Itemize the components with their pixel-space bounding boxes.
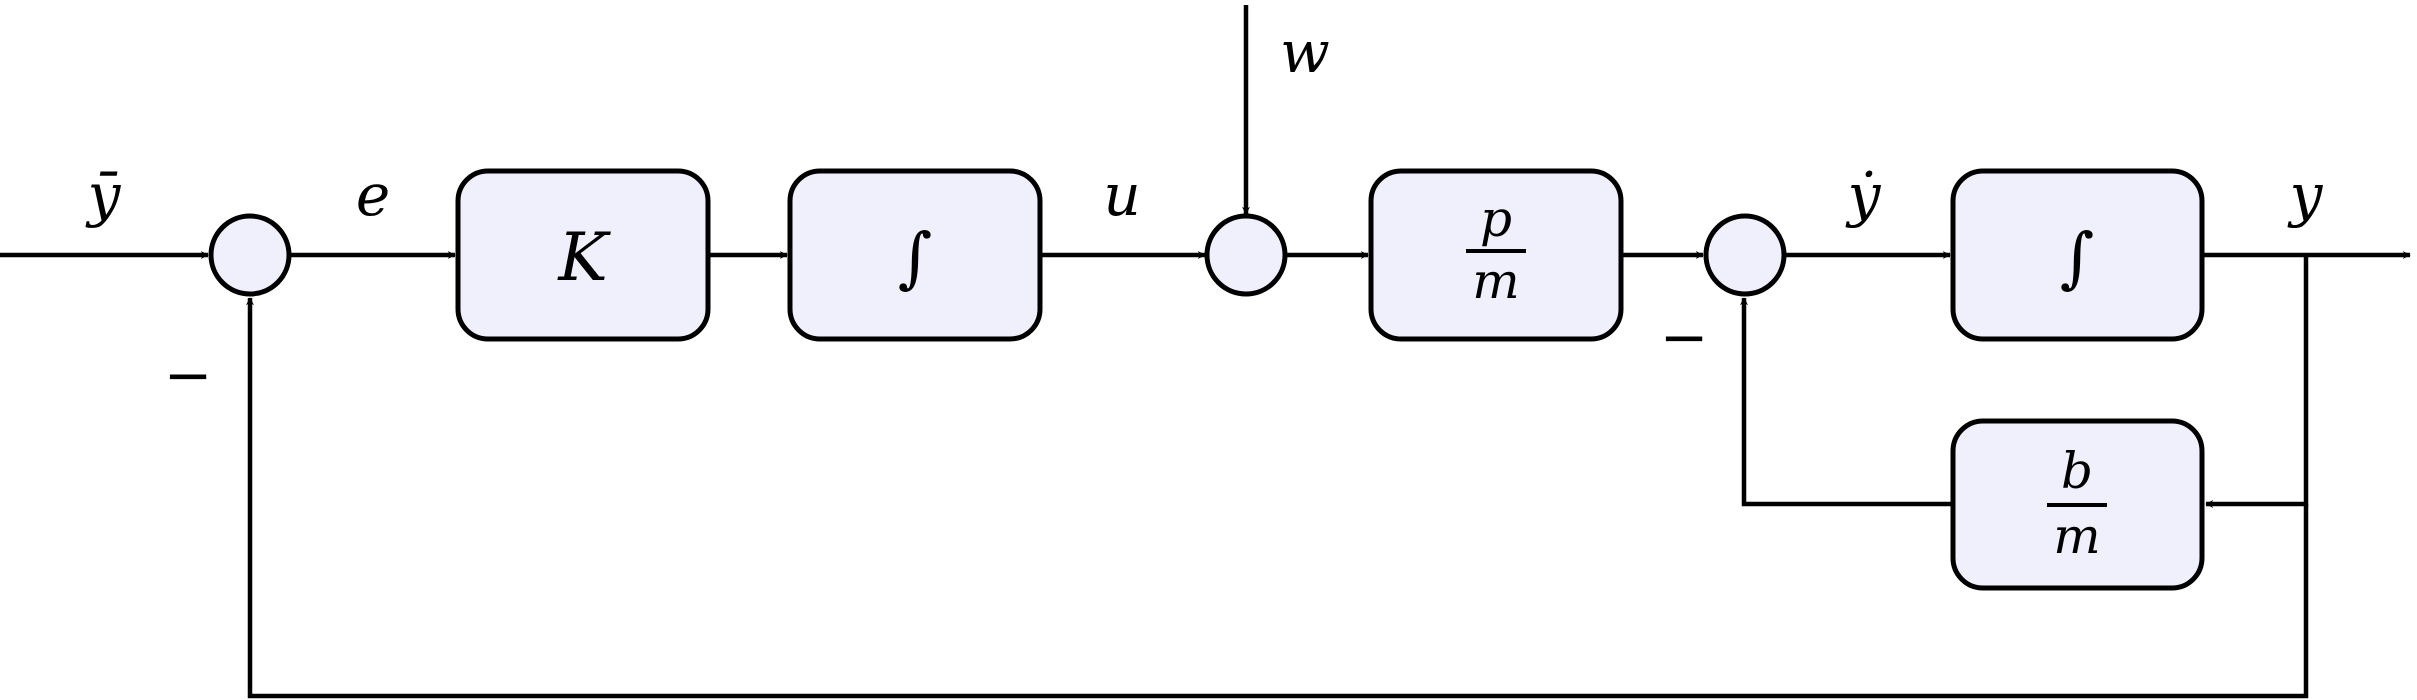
- gain-label: K: [557, 219, 611, 296]
- integrator-1-label: ∫: [898, 219, 932, 296]
- disturbance-label: w: [1280, 18, 1330, 86]
- damping-denominator: m: [2053, 507, 2100, 565]
- gain-block: [455, 168, 711, 342]
- velocity-label: ẏ: [1845, 161, 1882, 229]
- integrator-2-label: ∫: [2060, 219, 2094, 296]
- damping-numerator: b: [2061, 442, 2093, 500]
- sum1-minus-sign: −: [164, 341, 213, 409]
- integrator-block-1: [787, 168, 1043, 342]
- control-label: u: [1103, 161, 1140, 229]
- plant-block: [1368, 168, 1624, 342]
- summing-junction-2: [1204, 213, 1288, 297]
- reference-label: ȳ: [85, 161, 122, 229]
- sum3-minus-sign: −: [1660, 303, 1709, 371]
- outer-feedback-wire: [246, 297, 2309, 699]
- summing-junction-3: [1703, 213, 1787, 297]
- damping-feedback-out-wire: [1740, 297, 1953, 507]
- output-label: y: [2287, 161, 2324, 229]
- error-label: e: [356, 161, 390, 229]
- damping-feedback-in-wire: [2205, 255, 2309, 508]
- summing-junction-1: [208, 213, 292, 297]
- integrator-block-2: [1950, 168, 2205, 342]
- plant-denominator: m: [1472, 252, 1519, 310]
- plant-numerator: p: [1480, 190, 1512, 248]
